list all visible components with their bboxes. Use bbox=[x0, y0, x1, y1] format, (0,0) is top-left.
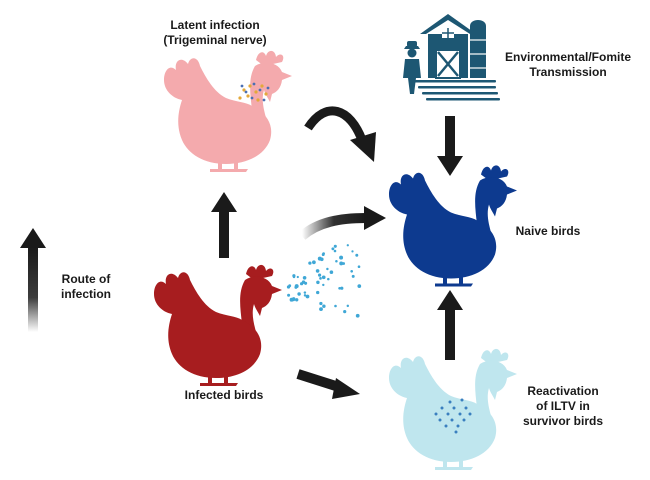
droplet bbox=[340, 286, 344, 290]
droplet bbox=[321, 253, 325, 257]
droplet bbox=[292, 298, 296, 302]
arrow-latent-to-naive bbox=[304, 106, 376, 162]
droplet bbox=[322, 283, 325, 287]
droplet bbox=[327, 277, 330, 281]
arrow-environment-to-naive bbox=[437, 116, 463, 176]
reactivation-label: Reactivation of ILTV in survivor birds bbox=[508, 384, 618, 429]
reactivation-line1: Reactivation bbox=[527, 384, 599, 398]
infected-bird bbox=[154, 264, 282, 386]
droplet bbox=[331, 247, 335, 251]
latent-infection-label: Latent infection (Trigeminal nerve) bbox=[150, 18, 280, 48]
infected-birds-text: Infected birds bbox=[184, 388, 264, 402]
latent-infection-bird bbox=[164, 50, 292, 172]
droplet bbox=[319, 307, 323, 311]
naive-birds-label: Naive birds bbox=[508, 224, 588, 239]
droplet bbox=[326, 267, 329, 271]
droplet bbox=[286, 285, 291, 289]
droplet bbox=[333, 249, 337, 253]
droplet bbox=[335, 259, 338, 263]
droplet bbox=[334, 304, 337, 308]
droplet bbox=[329, 270, 334, 274]
droplet bbox=[318, 273, 322, 277]
droplet bbox=[357, 265, 361, 269]
droplet bbox=[346, 304, 350, 308]
environmental-line2: Transmission bbox=[529, 65, 607, 79]
farmer-icon bbox=[403, 41, 421, 94]
droplet bbox=[287, 293, 291, 297]
droplet bbox=[294, 285, 298, 289]
droplet bbox=[316, 290, 320, 295]
arrow-survivor-to-naive bbox=[437, 290, 463, 360]
droplet bbox=[301, 280, 306, 284]
droplet bbox=[346, 244, 349, 247]
droplet bbox=[319, 301, 323, 306]
droplet bbox=[312, 260, 316, 265]
droplet bbox=[289, 297, 294, 302]
droplet bbox=[316, 280, 320, 285]
naive-birds-text: Naive birds bbox=[515, 224, 581, 238]
droplet bbox=[303, 291, 307, 294]
droplet bbox=[357, 284, 362, 288]
naive-bird bbox=[389, 165, 517, 287]
arrow-infected-to-latent bbox=[211, 192, 237, 258]
droplet bbox=[339, 255, 344, 260]
droplet bbox=[292, 275, 296, 279]
droplet bbox=[322, 304, 326, 308]
reactivation-line3: survivor birds bbox=[522, 414, 604, 428]
droplet bbox=[297, 292, 301, 296]
barn-icon bbox=[420, 14, 476, 79]
latent-infection-line2: (Trigeminal nerve) bbox=[163, 33, 267, 47]
droplet bbox=[308, 261, 312, 265]
droplet bbox=[339, 261, 344, 266]
chicken-icon bbox=[164, 50, 292, 172]
droplet bbox=[305, 294, 310, 299]
ground-lines bbox=[414, 80, 500, 101]
route-of-infection-label: Route of infection bbox=[54, 272, 118, 302]
droplet bbox=[321, 275, 326, 280]
droplet bbox=[338, 286, 341, 290]
infected-birds-label: Infected birds bbox=[172, 388, 276, 403]
droplet bbox=[295, 298, 299, 302]
droplet bbox=[350, 269, 354, 273]
chicken-icon bbox=[389, 348, 517, 470]
droplet bbox=[343, 310, 347, 314]
arrow-infected-to-naive bbox=[298, 206, 386, 240]
droplet bbox=[351, 250, 354, 253]
droplet bbox=[296, 275, 299, 279]
reactivation-line2: of ILTV in bbox=[536, 399, 590, 413]
survivor-bird bbox=[389, 348, 517, 470]
droplet bbox=[355, 253, 359, 257]
reactivation-dots bbox=[434, 398, 472, 434]
environmental-line1: Environmental/Fomite bbox=[504, 50, 632, 64]
droplet bbox=[351, 274, 355, 278]
droplet bbox=[333, 244, 337, 248]
environmental-transmission-label: Environmental/Fomite Transmission bbox=[498, 50, 638, 80]
droplet bbox=[315, 269, 320, 273]
route-line2: infection bbox=[61, 287, 111, 301]
silo-icon bbox=[470, 20, 486, 78]
trigeminal-dots bbox=[238, 84, 268, 102]
route-of-infection-arrow bbox=[20, 228, 46, 332]
droplet bbox=[319, 277, 322, 280]
droplet bbox=[319, 257, 324, 262]
arrow-infected-to-survivor bbox=[296, 369, 360, 399]
droplet bbox=[302, 275, 307, 280]
droplet bbox=[303, 294, 307, 297]
aerosol-droplets bbox=[286, 244, 362, 318]
route-line1: Route of bbox=[61, 272, 111, 286]
latent-infection-line1: Latent infection bbox=[170, 18, 260, 32]
droplet bbox=[355, 313, 360, 318]
